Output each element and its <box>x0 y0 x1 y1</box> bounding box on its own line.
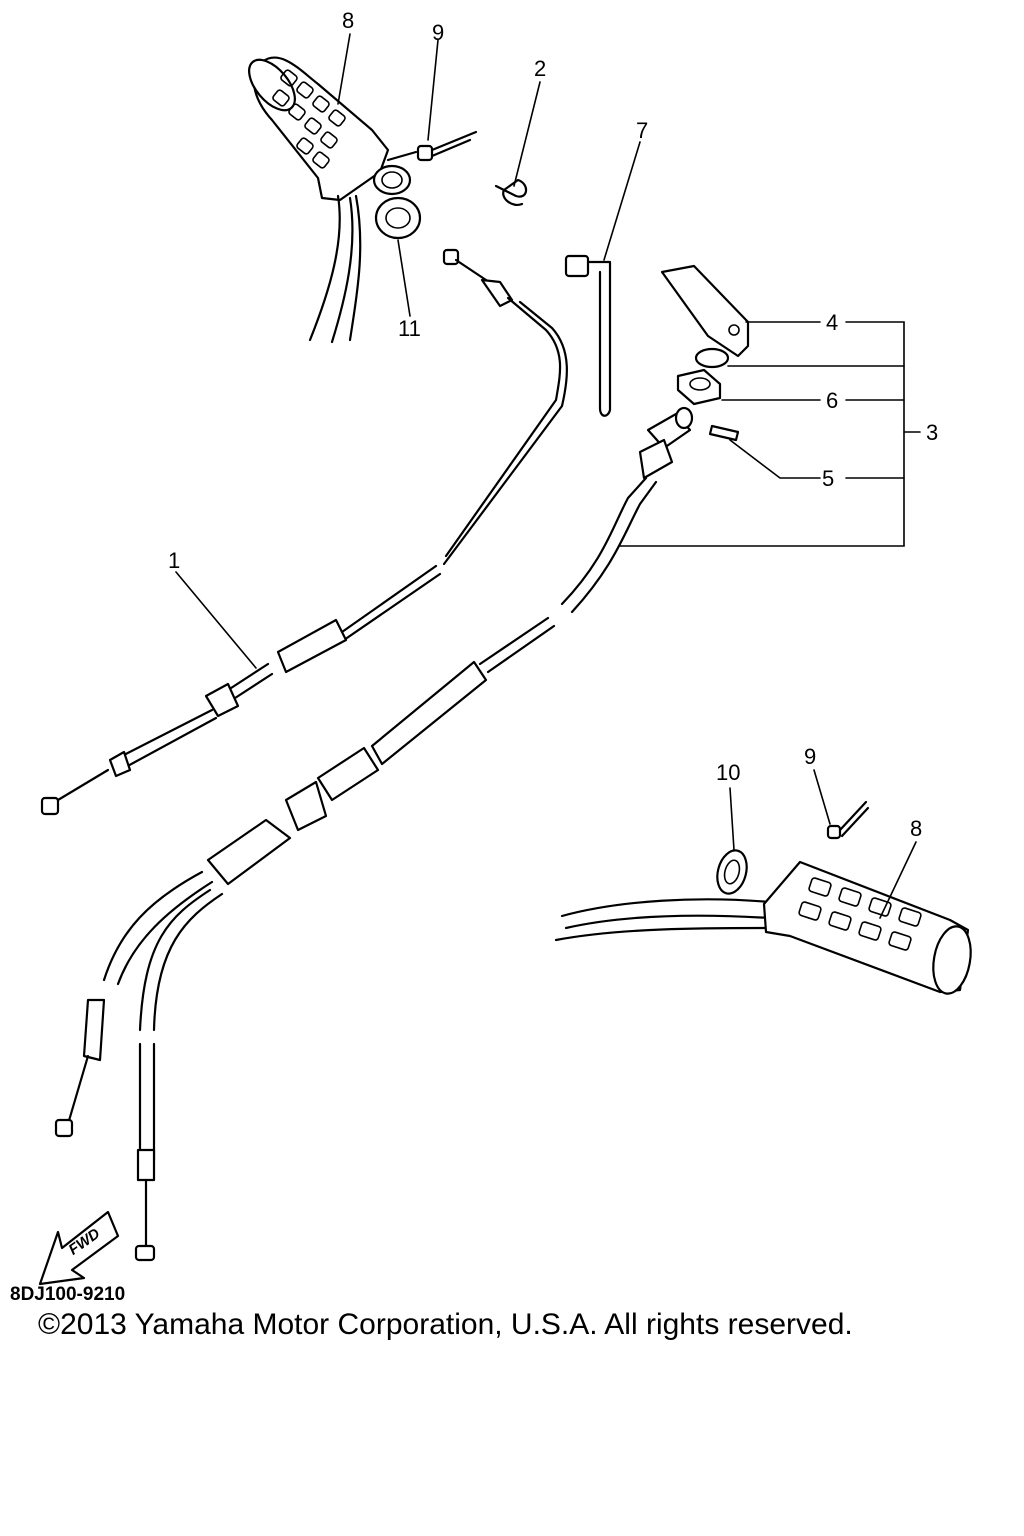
callout-3: 3 <box>926 420 938 445</box>
callout-4: 4 <box>826 310 838 335</box>
collar-bottom[interactable] <box>713 847 751 897</box>
callout-2: 2 <box>534 56 546 81</box>
callout-8-bottom: 8 <box>910 816 922 841</box>
callout-11: 11 <box>398 316 421 341</box>
handlebar-grip-top[interactable] <box>240 52 412 344</box>
handlebar-grip-bottom[interactable] <box>554 860 976 997</box>
callout-10: 10 <box>716 760 740 785</box>
lever-pin[interactable] <box>708 424 740 442</box>
callout-6: 6 <box>826 388 838 413</box>
diagram-code: 8DJ100-9210 <box>10 1284 125 1305</box>
callout-1: 1 <box>168 548 180 573</box>
throttle-cable-lower[interactable] <box>54 406 694 1262</box>
callout-7: 7 <box>636 118 648 143</box>
throttle-cable-upper[interactable] <box>40 248 568 816</box>
leader-lines <box>175 33 921 919</box>
cable-holder[interactable] <box>564 254 612 417</box>
screw-top[interactable] <box>386 130 478 162</box>
copyright-notice: ©2013 Yamaha Motor Corporation, U.S.A. A… <box>38 1308 853 1341</box>
fwd-arrow-icon: FWD <box>38 1210 120 1286</box>
collar-top[interactable] <box>374 196 422 240</box>
callout-5: 5 <box>822 466 834 491</box>
callout-9-top: 9 <box>432 20 444 45</box>
callout-9-bottom: 9 <box>804 744 816 769</box>
throttle-lever[interactable] <box>660 264 750 358</box>
screw-bottom[interactable] <box>826 800 870 840</box>
cable-clip[interactable] <box>494 178 528 206</box>
callout-8-top: 8 <box>342 8 354 33</box>
lever-nut[interactable] <box>676 347 730 406</box>
